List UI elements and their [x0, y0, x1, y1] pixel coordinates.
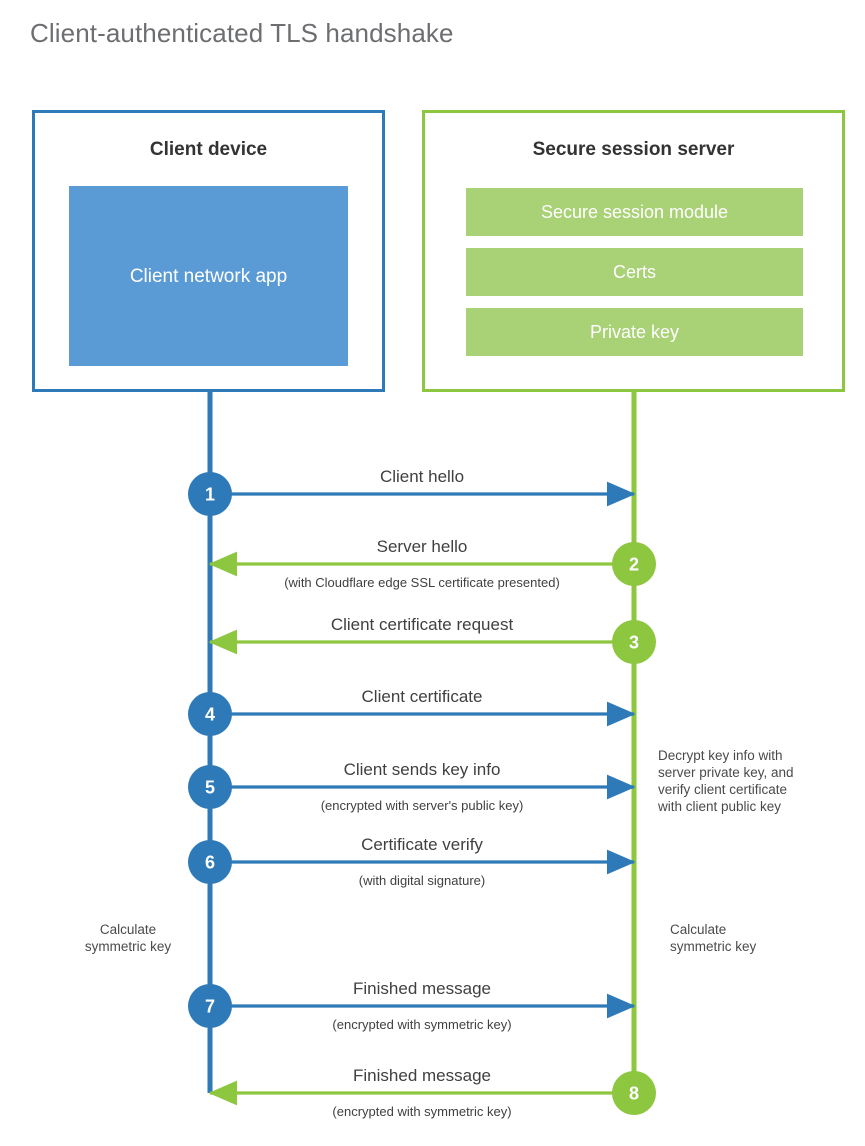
client-calculate-note: Calculate symmetric key	[85, 922, 172, 954]
message-label-3: Client certificate request	[331, 615, 514, 634]
step-badge-8[interactable]	[612, 1071, 656, 1115]
server-decrypt-note-line-2: verify client certificate	[658, 782, 787, 797]
client-network-app-block: Client network app	[69, 186, 348, 366]
message-step-7: Finished message (encrypted with symmetri…	[188, 979, 636, 1032]
message-step-2: Server hello (with Cloudflare edge SSL ce…	[208, 537, 656, 590]
message-label-2: Server hello	[377, 537, 468, 556]
page-title: Client-authenticated TLS handshake	[30, 18, 454, 48]
notes-group: Decrypt key info with server private key,…	[85, 748, 794, 954]
server-components-list: Secure session module Certs Private key	[466, 188, 803, 368]
message-sublabel-7: (encrypted with symmetric key)	[332, 1017, 511, 1032]
client-calculate-note-line-0: Calculate	[100, 922, 156, 937]
client-device-title: Client device	[149, 139, 268, 160]
message-step-8: Finished message (encrypted with symmetri…	[208, 1066, 656, 1119]
message-label-1: Client hello	[380, 467, 464, 486]
step-number-2: 2	[629, 555, 639, 575]
client-calculate-note-line-1: symmetric key	[85, 939, 172, 954]
step-number-3: 3	[629, 633, 639, 653]
client-device-box: Client device Client network app	[32, 110, 385, 392]
message-label-5: Client sends key info	[344, 760, 501, 779]
message-label-4: Client certificate	[362, 687, 483, 706]
message-label-8: Finished message	[353, 1066, 491, 1085]
server-component-1: Certs	[466, 248, 803, 296]
secure-session-server-box: Secure session server Secure session mod…	[422, 110, 845, 392]
step-badge-6[interactable]	[188, 840, 232, 884]
message-step-5: Client sends key info (encrypted with ser…	[188, 760, 636, 813]
message-sublabel-6: (with digital signature)	[359, 873, 485, 888]
message-sublabel-8: (encrypted with symmetric key)	[332, 1104, 511, 1119]
step-number-6: 6	[205, 853, 215, 873]
message-label-7: Finished message	[353, 979, 491, 998]
message-label-6: Certificate verify	[361, 835, 483, 854]
step-number-1: 1	[205, 485, 215, 505]
message-step-3: Client certificate request 3	[208, 615, 656, 664]
server-calculate-note-line-1: symmetric key	[670, 939, 757, 954]
step-number-5: 5	[205, 778, 215, 798]
message-step-4: Client certificate 4	[188, 687, 636, 736]
step-badge-1[interactable]	[188, 472, 232, 516]
step-badge-5[interactable]	[188, 765, 232, 809]
server-decrypt-note-line-0: Decrypt key info with	[658, 748, 783, 763]
server-decrypt-note-line-3: with client public key	[657, 799, 781, 814]
step-badge-3[interactable]	[612, 620, 656, 664]
server-calculate-note: Calculate symmetric key	[670, 922, 757, 954]
server-component-2: Private key	[466, 308, 803, 356]
message-step-1: Client hello 1	[188, 467, 636, 516]
step-badge-2[interactable]	[612, 542, 656, 586]
message-sublabel-5: (encrypted with server's public key)	[321, 798, 524, 813]
step-badge-4[interactable]	[188, 692, 232, 736]
server-decrypt-note: Decrypt key info with server private key,…	[657, 748, 794, 814]
message-step-6: Certificate verify (with digital signatur…	[188, 835, 636, 888]
server-component-0: Secure session module	[466, 188, 803, 236]
server-decrypt-note-line-1: server private key, and	[658, 765, 794, 780]
step-badge-7[interactable]	[188, 984, 232, 1028]
step-number-7: 7	[205, 997, 215, 1017]
secure-session-server-title: Secure session server	[532, 139, 735, 160]
step-number-8: 8	[629, 1084, 639, 1104]
message-sublabel-2: (with Cloudflare edge SSL certificate pr…	[284, 575, 560, 590]
server-calculate-note-line-0: Calculate	[670, 922, 726, 937]
step-number-4: 4	[205, 705, 215, 725]
